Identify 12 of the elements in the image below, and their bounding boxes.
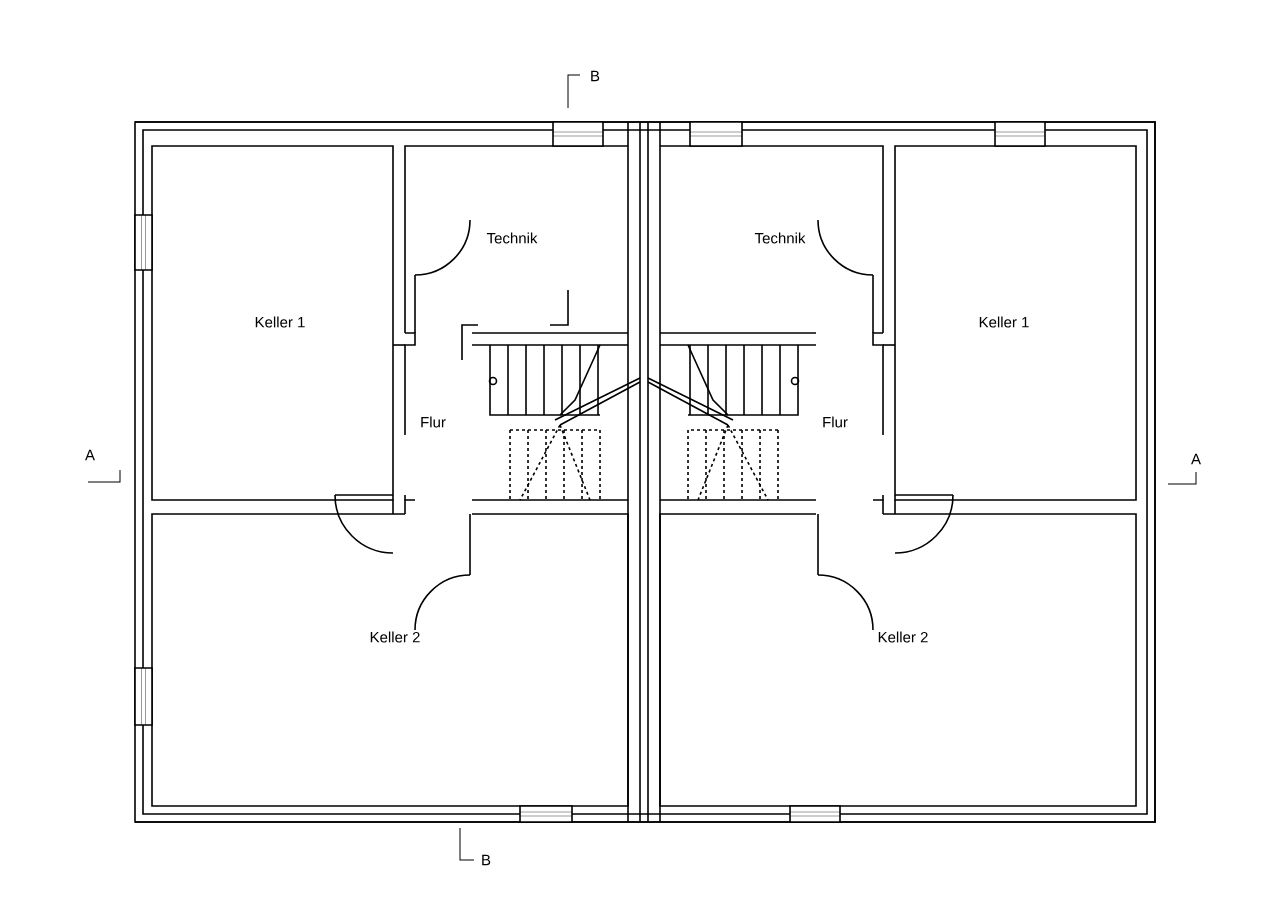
room-label: Flur: [421, 416, 446, 428]
room-label: Keller 2: [878, 631, 928, 643]
section-letter: B: [482, 854, 491, 866]
room-label: Technik: [754, 232, 806, 244]
room-label: Technik: [486, 232, 538, 244]
room-label: Keller 2: [370, 631, 420, 643]
room-label: Keller 1: [255, 316, 305, 328]
room-label: Flur: [823, 416, 848, 428]
section-letter: A: [1191, 453, 1201, 465]
section-letter: A: [85, 449, 95, 461]
room-label: Keller 1: [979, 316, 1029, 328]
section-letter: B: [591, 70, 600, 82]
